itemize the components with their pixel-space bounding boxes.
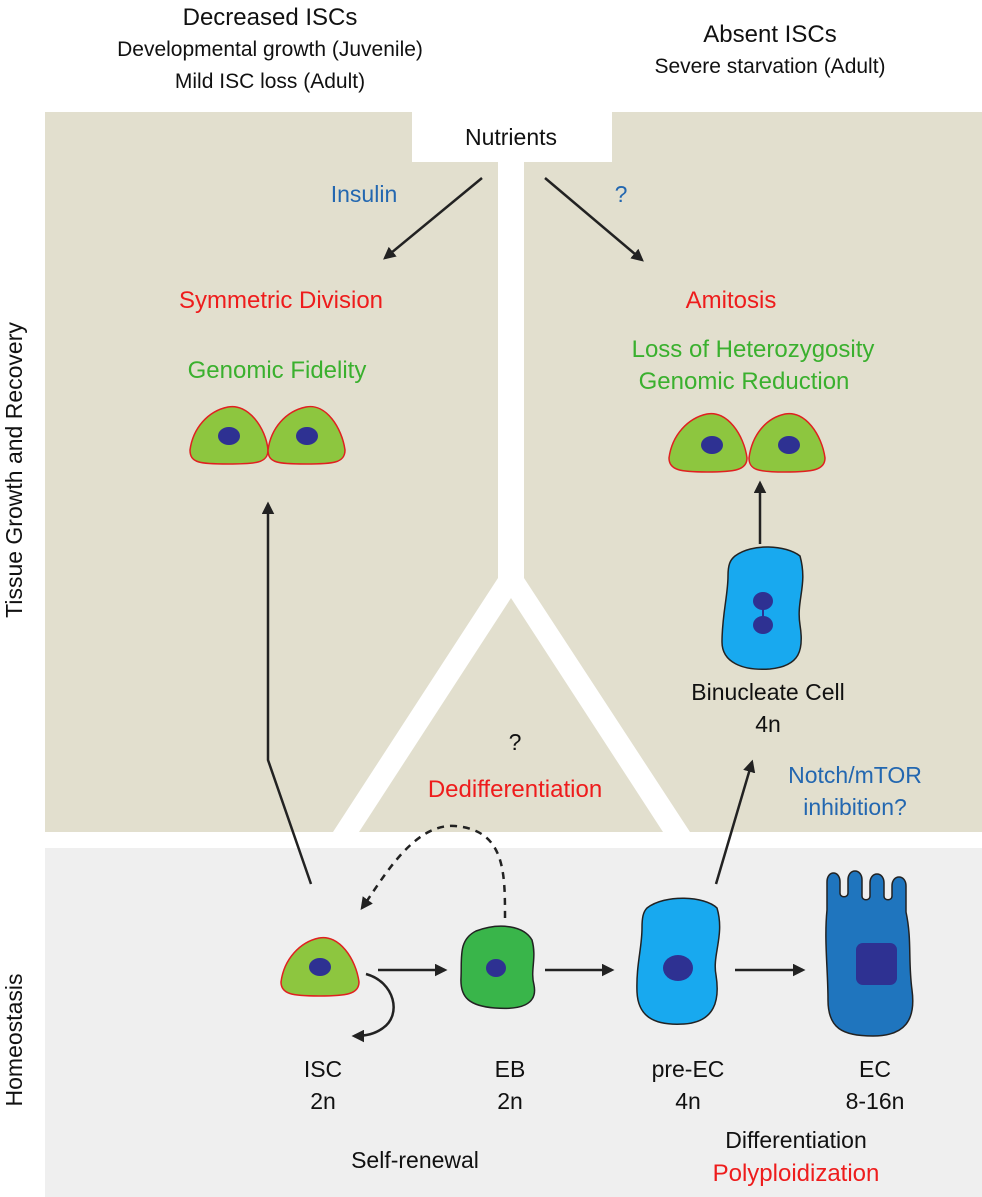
genomic-fidelity-label: Genomic Fidelity	[188, 357, 367, 384]
self-renewal-arrow	[351, 972, 395, 1043]
notch-mtor-label-2: inhibition?	[803, 794, 907, 820]
dedifferentiation-label: Dedifferentiation	[428, 776, 602, 803]
eb-name-label: EB	[495, 1056, 526, 1082]
homeostasis-panel	[45, 848, 982, 1197]
ec-cell	[825, 870, 914, 1037]
self-renewal-label: Self-renewal	[351, 1147, 479, 1173]
left-region	[45, 112, 498, 832]
isc-nucleus	[778, 436, 800, 454]
preec-cell	[636, 897, 721, 1025]
tissue-growth-panel	[45, 112, 982, 832]
left-subtitle-2: Mild ISC loss (Adult)	[175, 70, 365, 93]
symmetric-division-label: Symmetric Division	[179, 287, 383, 314]
eb-cell	[460, 925, 536, 1010]
polyploidization-label: Polyploidization	[713, 1160, 880, 1187]
binucleate-cell	[721, 546, 804, 671]
homeostasis-labels: ISC 2n EB 2n pre-EC 4n EC 8-16n Self-ren…	[304, 1056, 905, 1173]
eb-nucleus	[486, 959, 506, 977]
isc-ploidy-label: 2n	[310, 1088, 336, 1114]
preec-ploidy-label: 4n	[675, 1088, 701, 1114]
side-label-homeostasis: Homeostasis	[1, 974, 27, 1107]
preec-to-binucleate-arrow	[714, 759, 756, 885]
genomic-reduction-label: Genomic Reduction	[639, 368, 850, 395]
isc-nucleus	[309, 958, 331, 976]
eb-ploidy-label: 2n	[497, 1088, 523, 1114]
dedifferentiation-dashed-arrow	[360, 824, 507, 919]
unknown-signal-arrow	[544, 177, 644, 262]
amitosis-label: Amitosis	[686, 287, 777, 314]
isc-nucleus	[218, 427, 240, 445]
nutrients-label: Nutrients	[465, 124, 557, 150]
preec-name-label: pre-EC	[652, 1056, 725, 1082]
isc-cell-homeostasis	[280, 936, 360, 997]
loss-of-heterozygosity-label: Loss of Heterozygosity	[632, 336, 875, 363]
binucleate-nucleus	[753, 616, 773, 634]
isc-nucleus	[701, 436, 723, 454]
ec-nucleus	[856, 943, 897, 985]
binucleate-cell-label: Binucleate Cell	[691, 679, 844, 705]
header-left: Decreased ISCs Developmental growth (Juv…	[117, 4, 423, 93]
symmetric-isc-pair	[189, 405, 346, 465]
side-label-tissue-growth: Tissue Growth and Recovery	[1, 322, 27, 618]
notch-mtor-label-1: Notch/mTOR	[788, 762, 922, 788]
ec-ploidy-label: 8-16n	[846, 1088, 905, 1114]
left-subtitle-1: Developmental growth (Juvenile)	[117, 38, 423, 61]
preec-nucleus	[663, 955, 693, 981]
amitosis-isc-pair	[668, 412, 826, 473]
left-title: Decreased ISCs	[183, 4, 358, 31]
insulin-arrow	[383, 177, 483, 260]
binucleate-nucleus	[753, 592, 773, 610]
right-region	[524, 112, 982, 832]
isc-nucleus	[296, 427, 318, 445]
differentiation-label: Differentiation	[725, 1127, 867, 1153]
right-title: Absent ISCs	[703, 21, 836, 48]
header-right: Absent ISCs Severe starvation (Adult)	[654, 21, 885, 78]
insulin-label: Insulin	[331, 181, 397, 207]
isc-name-label: ISC	[304, 1056, 342, 1082]
right-subtitle-1: Severe starvation (Adult)	[654, 55, 885, 78]
ec-name-label: EC	[859, 1056, 891, 1082]
unknown-signal-label: ?	[615, 181, 628, 207]
center-triangle	[359, 598, 663, 832]
dedifferentiation-unknown-label: ?	[509, 729, 522, 755]
isc-to-symmetric-division-arrow	[261, 501, 313, 885]
binucleate-ploidy-label: 4n	[755, 711, 781, 737]
